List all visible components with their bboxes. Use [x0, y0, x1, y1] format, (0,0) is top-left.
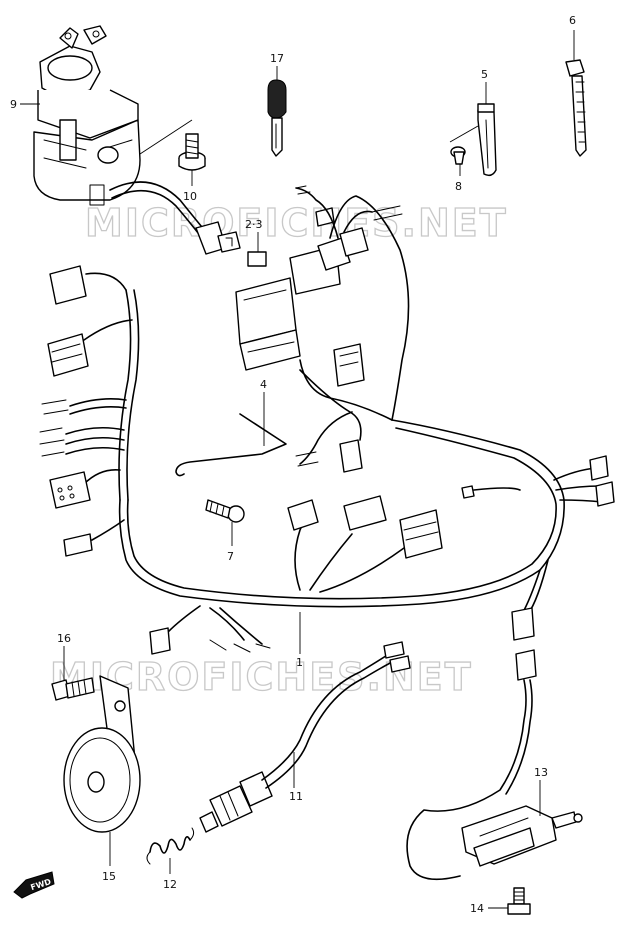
clamp [477, 103, 497, 177]
callout-11: 11 [289, 790, 303, 803]
screw-8 [450, 146, 466, 165]
screw-7 [205, 499, 245, 523]
bracket-wire [175, 413, 287, 477]
callout-1: 1 [296, 656, 303, 669]
callout-8: 8 [455, 180, 462, 193]
bolt-10 [178, 133, 206, 171]
main-wiring-harness [39, 185, 615, 881]
callout-14: 14 [470, 902, 484, 915]
callout-10: 10 [183, 190, 197, 203]
ignition-switch [33, 25, 241, 255]
sensor [461, 805, 583, 867]
callout-7: 7 [227, 550, 234, 563]
brake-switch-cable [199, 641, 411, 833]
bolt-14 [507, 887, 531, 915]
spring [146, 827, 195, 865]
callout-6: 6 [569, 14, 576, 27]
callout-13: 13 [534, 766, 548, 779]
relay [247, 251, 267, 267]
callout-9: 9 [10, 98, 17, 111]
callout-12: 12 [163, 878, 177, 891]
callout-17: 17 [270, 52, 284, 65]
watermark-top: MICROFICHES.NET [85, 201, 508, 245]
callout-16: 16 [57, 632, 71, 645]
callout-5: 5 [481, 68, 488, 81]
callout-15: 15 [102, 870, 116, 883]
horn [63, 675, 141, 833]
forward-direction-icon: FWD [13, 871, 55, 899]
key [267, 79, 287, 157]
callout-2-3: 2·3 [245, 218, 263, 231]
bolt-16 [51, 677, 95, 701]
callout-4: 4 [260, 378, 267, 391]
cable-tie [565, 59, 587, 157]
